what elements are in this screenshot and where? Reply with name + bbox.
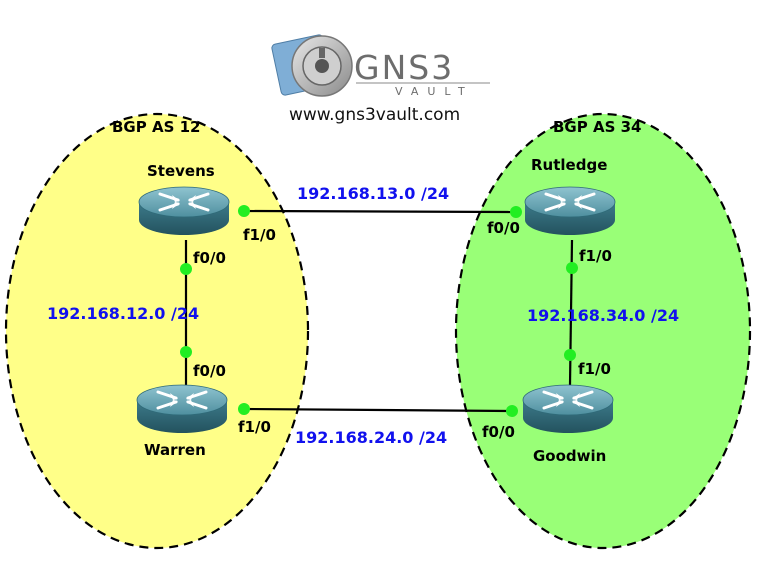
router-warren-name: Warren — [144, 441, 206, 459]
as34-label: BGP AS 34 — [553, 118, 641, 136]
dot-stevens-f0-0[interactable] — [180, 263, 192, 275]
dot-rutledge-f0-0[interactable] — [510, 206, 522, 218]
iface-goodwin-f1-0: f1/0 — [578, 360, 611, 378]
gns3-vault-logo: GNS3 VAULT www.gns3vault.com — [271, 34, 490, 125]
iface-stevens-f0-0: f0/0 — [193, 249, 226, 267]
dot-goodwin-f0-0[interactable] — [506, 405, 518, 417]
iface-goodwin-f0-0: f0/0 — [482, 423, 515, 441]
dot-stevens-f1-0[interactable] — [238, 205, 250, 217]
link-warren-goodwin[interactable] — [243, 407, 513, 413]
dot-rutledge-f1-0[interactable] — [566, 262, 578, 274]
as12-label: BGP AS 12 — [112, 118, 200, 136]
link-stevens-rutledge[interactable] — [243, 209, 517, 214]
router-rutledge-icon[interactable] — [523, 185, 617, 237]
iface-warren-f1-0: f1/0 — [238, 418, 271, 436]
subnet-stevens-rutledge: 192.168.13.0 /24 — [297, 184, 449, 203]
as12-region — [4, 112, 310, 550]
iface-warren-f0-0: f0/0 — [193, 362, 226, 380]
as34-region — [454, 112, 752, 550]
router-rutledge-name: Rutledge — [531, 156, 607, 174]
router-goodwin-icon[interactable] — [521, 383, 615, 435]
router-warren-icon[interactable] — [135, 383, 229, 435]
router-goodwin-name: Goodwin — [533, 447, 606, 465]
router-stevens-icon[interactable] — [137, 185, 231, 237]
iface-stevens-f1-0: f1/0 — [243, 226, 276, 244]
logo-sub: VAULT — [395, 85, 474, 98]
iface-rutledge-f0-0: f0/0 — [487, 219, 520, 237]
logo-url[interactable]: www.gns3vault.com — [289, 105, 460, 125]
router-stevens-name: Stevens — [147, 162, 215, 180]
subnet-rutledge-goodwin: 192.168.34.0 /24 — [527, 306, 679, 325]
dot-warren-f0-0[interactable] — [180, 346, 192, 358]
interface-dots — [180, 205, 578, 417]
subnet-stevens-warren: 192.168.12.0 /24 — [47, 304, 199, 323]
vault-disk-icon — [271, 34, 353, 97]
logo-brand: GNS3 — [354, 48, 454, 87]
dot-goodwin-f1-0[interactable] — [564, 349, 576, 361]
iface-rutledge-f1-0: f1/0 — [579, 247, 612, 265]
subnet-warren-goodwin: 192.168.24.0 /24 — [295, 428, 447, 447]
dot-warren-f1-0[interactable] — [238, 403, 250, 415]
